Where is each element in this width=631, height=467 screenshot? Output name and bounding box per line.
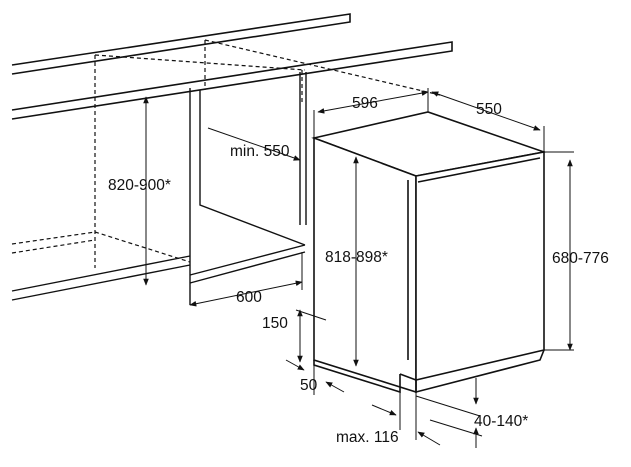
worktop — [11, 13, 453, 120]
label-depth-596: 596 — [352, 95, 378, 112]
label-width-550: 550 — [476, 101, 502, 118]
worktop-back-slab — [11, 13, 351, 75]
niche-walls — [11, 72, 307, 305]
label-min-550: min. 550 — [230, 143, 290, 160]
label-foot-adjust: 40-140* — [474, 413, 528, 430]
label-appliance-height: 818-898* — [325, 249, 388, 266]
label-niche-height: 820-900* — [108, 177, 171, 194]
worktop-front-slab — [11, 41, 453, 120]
dimension-labels: 596 550 min. 550 820-900* 818-898* 680-7… — [108, 95, 609, 446]
label-plinth-height: 150 — [262, 315, 288, 332]
label-niche-width: 600 — [236, 289, 262, 306]
label-plinth-depth: 50 — [300, 377, 318, 394]
dimension-lines — [143, 88, 574, 448]
niche-hidden-lines — [11, 39, 441, 268]
label-door-travel: max. 116 — [336, 429, 399, 446]
label-front-height: 680-776 — [552, 250, 609, 267]
dishwasher-body — [311, 111, 548, 394]
